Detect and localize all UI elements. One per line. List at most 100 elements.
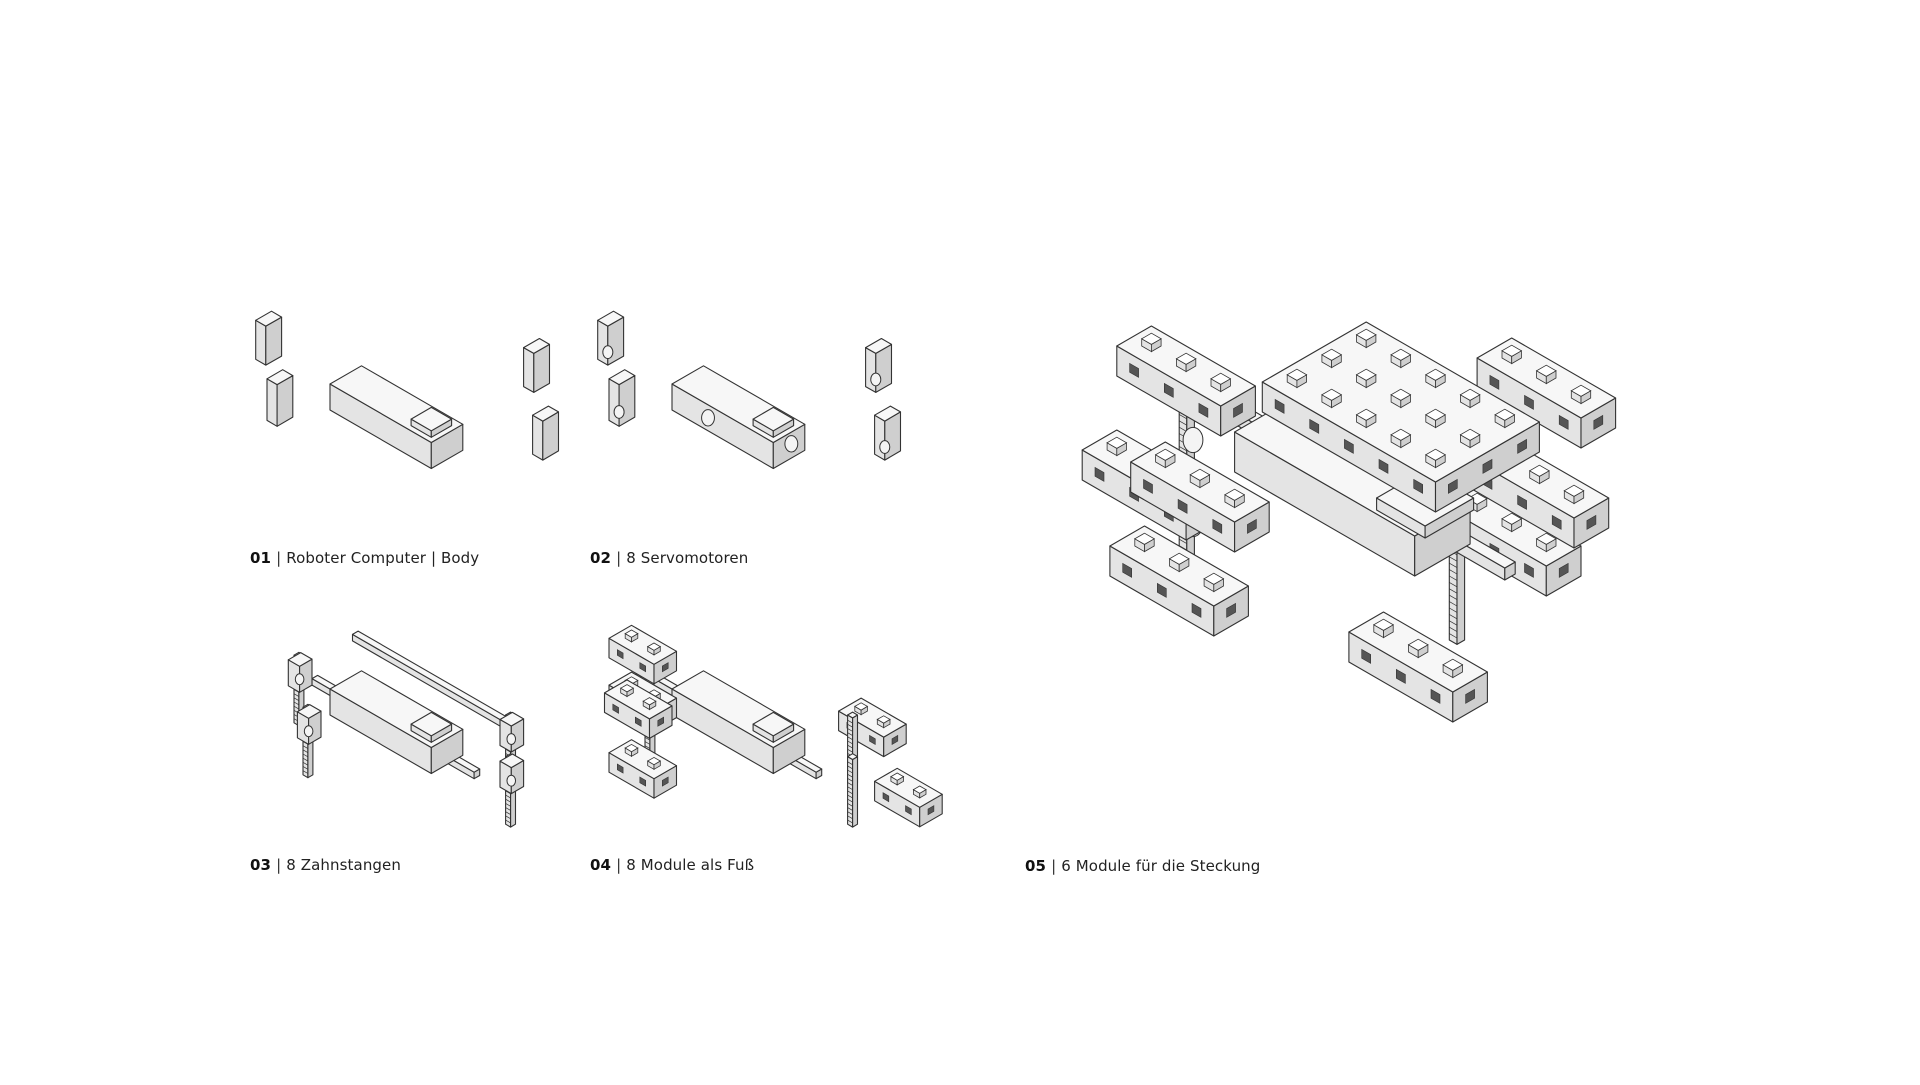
foot-module-back-right-stud-top <box>876 715 891 724</box>
connector-module-top-plate-stud-top <box>1321 388 1343 401</box>
connector-module-front-left-hole <box>1198 402 1209 418</box>
rack-front-left-tooth <box>1178 426 1187 432</box>
rack-holder-3 <box>499 711 525 753</box>
step-05-separator: | <box>1051 857 1057 875</box>
foot-module-top-left-stud-top <box>646 642 662 651</box>
connector-module-front-left <box>1116 325 1256 437</box>
rack-4-top-face <box>847 753 859 761</box>
rack-1-tooth <box>293 701 300 706</box>
connector-module-front-left-hole <box>1129 362 1139 378</box>
foot-module-bottom-left-stud-top <box>642 697 657 706</box>
rack-knob-4 <box>506 774 517 787</box>
robot-body-cap <box>752 711 795 743</box>
rack-4-tooth <box>505 807 511 811</box>
rack-back-right-tooth <box>1449 626 1458 632</box>
foot-module-bottom-left-hole <box>634 716 642 727</box>
connector-module-top-plate-stud-top <box>1286 368 1308 381</box>
rack-3-tooth <box>847 749 853 753</box>
servo-block-4 <box>532 405 560 461</box>
connector-module-top-plate-hole <box>1309 418 1320 434</box>
connector-module-top-plate-hole-side <box>1517 438 1527 454</box>
rack-3-tooth <box>847 724 853 728</box>
rack-4-tooth <box>505 819 511 824</box>
foot-module-front-center-low <box>1109 525 1249 637</box>
rack-back-right-tooth <box>1449 569 1458 575</box>
connector-module-front-left-hole <box>1164 382 1174 398</box>
foot-module-front-right-stud-top <box>890 772 905 781</box>
rack-1-tooth <box>293 697 300 702</box>
foot-module-front-left-low-stud-top <box>1106 436 1128 449</box>
foot-module-back-right-hole <box>869 734 876 746</box>
connector-module-front-center-hole <box>1143 478 1153 494</box>
servomotor-1-top-face <box>597 310 625 327</box>
rack-3-tooth <box>847 728 853 732</box>
connector-module-front-center-stud-top <box>1224 488 1246 501</box>
rack-4-tooth <box>505 815 511 820</box>
foot-module-front-right-hole <box>905 805 912 816</box>
connector-module-top-plate-stud-top <box>1355 368 1377 381</box>
servomotor-4-top-face <box>874 405 902 422</box>
step-04-drawing <box>603 624 943 828</box>
foot-module-top-left-hole <box>616 649 624 660</box>
foot-module-back-right-stud-top <box>854 702 869 711</box>
connector-module-front-center-hole <box>1212 518 1223 534</box>
step-02-number: 02 <box>590 549 612 567</box>
rack-4-tooth <box>505 794 511 799</box>
servomotor-4-knob <box>879 440 891 454</box>
rack-2-tooth <box>302 766 309 770</box>
servomotor-2-knob <box>613 405 625 419</box>
connector-module-top-plate-stud-top <box>1459 388 1481 401</box>
foot-module-back-center-low-hole-side <box>1558 562 1569 578</box>
rack-4-tooth <box>847 769 853 774</box>
foot-module-bottom-left-2 <box>608 739 678 799</box>
foot-module-front-right-hole-side <box>927 805 935 816</box>
connector-module-top-plate-hole <box>1378 458 1389 474</box>
rack-holder-1 <box>287 652 313 693</box>
connector-module-back-top-stud-top <box>1501 344 1523 357</box>
connector-module-top-plate-hole-side <box>1482 458 1493 474</box>
foot-module-bottom-left <box>603 679 673 739</box>
foot-module-front-right-stud-top <box>912 785 927 794</box>
step-02-label: 8 Servomotoren <box>626 549 749 567</box>
rack-holder-2-top-face <box>296 704 322 719</box>
servo-block-4-front-face <box>532 414 544 461</box>
connector-module-front-center-stud-top <box>1154 448 1176 461</box>
rack-4-tooth <box>847 815 853 820</box>
connector-module-back-top-hole <box>1489 374 1500 390</box>
step-01-separator: | <box>276 549 282 567</box>
connector-module-back-top-hole-side <box>1593 414 1604 430</box>
connector-module-top-plate-stud-top <box>1390 428 1412 441</box>
rack-2-tooth <box>302 753 309 758</box>
rack-1-tooth <box>293 705 300 710</box>
connector-module-back-top-stud-top <box>1535 364 1557 377</box>
connector-module-top-plate-stud-top <box>1425 368 1446 381</box>
foot-module-back-center-low-hole <box>1524 562 1534 578</box>
rack-back-right-tooth <box>1449 620 1458 626</box>
servo-block-2 <box>266 369 294 427</box>
robot-body-cap-top-face <box>410 711 453 737</box>
robot-body-cap-top-face <box>410 406 453 432</box>
step-03-drawing <box>287 630 525 828</box>
rack-knob-2 <box>303 725 314 738</box>
foot-module-back-right-low-hole <box>1430 688 1441 704</box>
connector-module-top-plate-stud-top <box>1355 328 1377 341</box>
rack-back-right-tooth <box>1449 582 1458 588</box>
foot-module-top-left-hole-side <box>661 662 669 673</box>
connector-module-front-left-stud-top <box>1210 372 1232 385</box>
foot-module-bottom-left-hole-side <box>657 716 665 727</box>
rack-3-tooth <box>847 719 853 724</box>
servo-block-2-front-face <box>266 378 278 427</box>
connector-module-back-top-hole <box>1524 394 1534 410</box>
foot-module-bottom-left-2-hole-side <box>661 776 669 787</box>
rack-3-tooth <box>847 740 853 745</box>
step-04-caption: 04|8 Module als Fuß <box>590 856 754 874</box>
step-04-separator: | <box>616 856 622 874</box>
step-05-drawing <box>1081 321 1617 723</box>
servo-block-2-top-face <box>266 369 294 386</box>
connector-module-back-top-stud-top <box>1570 384 1592 397</box>
step-01-number: 01 <box>250 549 272 567</box>
foot-module-back-right-low-stud-top <box>1407 638 1429 651</box>
rack-back-right-tooth <box>1449 562 1458 568</box>
step-05-number: 05 <box>1025 857 1047 875</box>
rack-3-top-face <box>847 711 859 719</box>
